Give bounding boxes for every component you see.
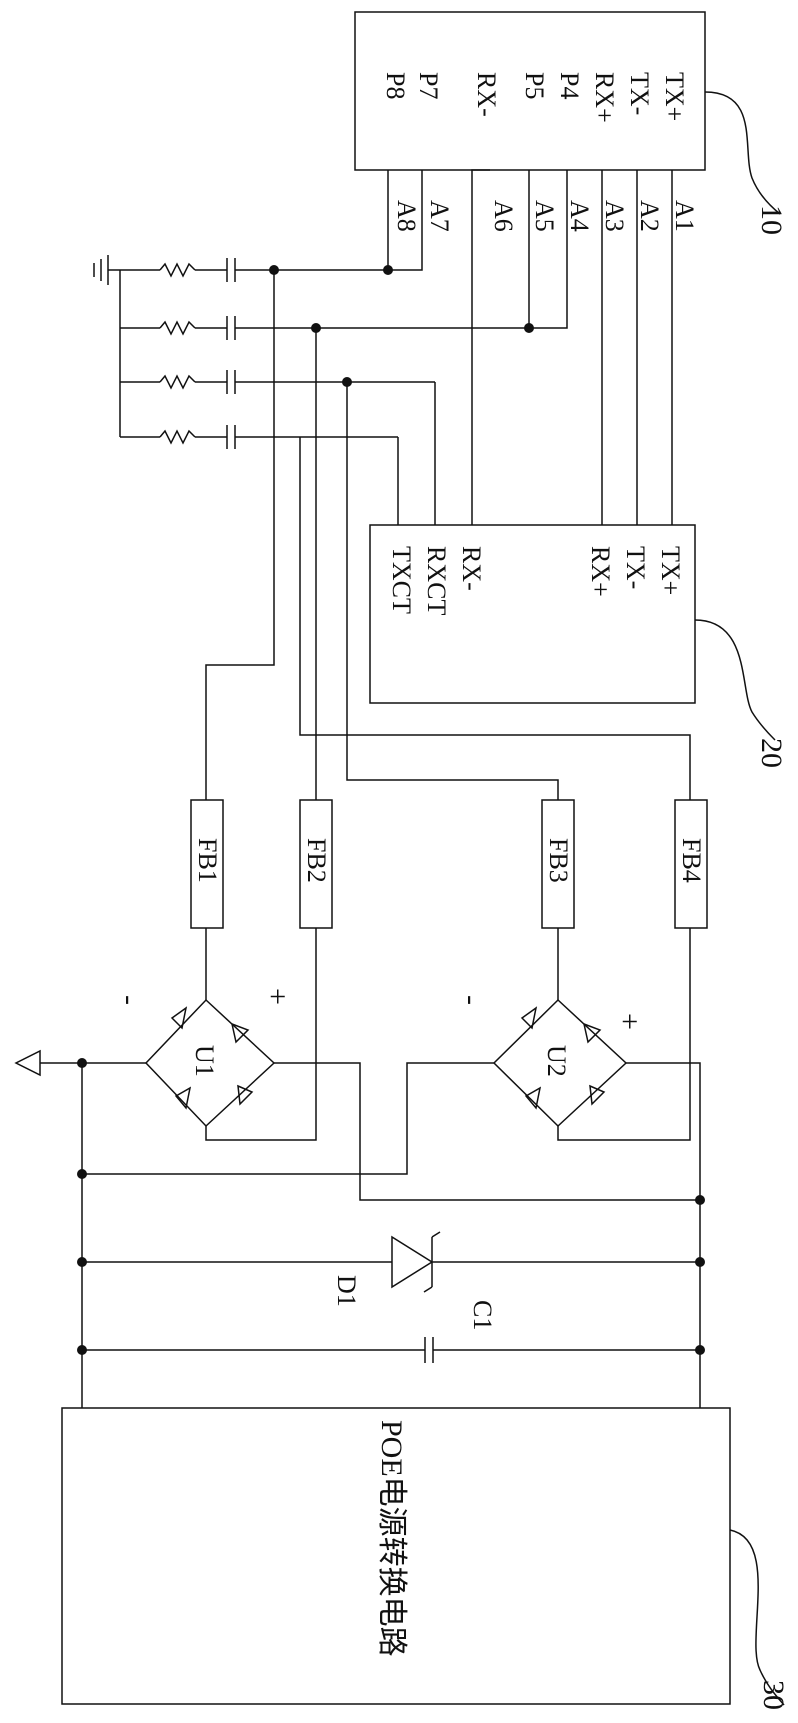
bridge-u1: U1 - + bbox=[113, 928, 316, 1140]
resistor-1 bbox=[160, 264, 195, 276]
module-20-pin-4: RX- bbox=[457, 546, 486, 591]
capacitor-c1: C1 bbox=[77, 1300, 705, 1363]
bridge-u2: U2 - + bbox=[455, 928, 690, 1140]
module-20-pin-1: TX+ bbox=[656, 546, 685, 595]
resistor-4 bbox=[160, 431, 195, 443]
bridge-u1-name: U1 bbox=[190, 1045, 219, 1077]
line-label-a7: A7 bbox=[425, 200, 454, 232]
bead-fb2-label: FB2 bbox=[302, 838, 331, 883]
module-20-pin-3: RX+ bbox=[586, 546, 615, 597]
module-20-leader bbox=[695, 620, 775, 740]
module-10-pin-6: RX- bbox=[472, 72, 501, 117]
rc-ground-network bbox=[94, 255, 240, 449]
power-rails bbox=[16, 1051, 705, 1408]
module-20: TX+ TX- RX+ RX- RXCT TXCT 20 bbox=[370, 525, 788, 768]
wire-to-fb1 bbox=[206, 270, 274, 800]
line-label-a1: A1 bbox=[670, 200, 699, 232]
ferrite-beads: FB1 FB2 FB3 FB4 bbox=[191, 800, 707, 928]
module-30: POE电源转换电路 30 bbox=[62, 1408, 790, 1710]
module-30-ref: 30 bbox=[757, 1680, 790, 1710]
module-20-pin-2: TX- bbox=[621, 546, 650, 589]
line-label-a2: A2 bbox=[635, 200, 664, 232]
bead-fb4-label: FB4 bbox=[677, 838, 706, 883]
module-10-pin-8: P8 bbox=[381, 72, 410, 99]
rc-row-4 bbox=[120, 425, 240, 449]
line-label-a5: A5 bbox=[530, 200, 559, 232]
module-20-pin-6: TXCT bbox=[387, 546, 416, 614]
junctions bbox=[269, 265, 534, 387]
diode-d1-label: D1 bbox=[332, 1275, 361, 1307]
module-10-leader bbox=[705, 92, 780, 214]
bridge-u2-plus: + bbox=[613, 1013, 646, 1030]
module-10-pin-4: P4 bbox=[555, 72, 584, 99]
resistor-3 bbox=[160, 376, 195, 388]
module-10-pin-7: P7 bbox=[414, 72, 443, 99]
capacitor-c1-label: C1 bbox=[468, 1300, 497, 1330]
bridge-u2-name: U2 bbox=[542, 1045, 571, 1077]
earth-ground-icon bbox=[94, 255, 120, 285]
bead-fb1-label: FB1 bbox=[193, 838, 222, 883]
rc-row-3 bbox=[120, 370, 240, 394]
module-10-pin-1: TX+ bbox=[660, 72, 689, 121]
module-30-label: POE电源转换电路 bbox=[375, 1420, 408, 1657]
line-label-a4: A4 bbox=[565, 200, 594, 232]
module-10-ref: 10 bbox=[755, 205, 788, 235]
diode-d1-body bbox=[392, 1237, 432, 1287]
rc-row-2 bbox=[120, 316, 240, 340]
module-20-ref: 20 bbox=[755, 738, 788, 768]
resistor-2 bbox=[160, 322, 195, 334]
wire-a4 bbox=[529, 170, 567, 328]
line-labels: A1 A2 A3 A4 A5 A6 A7 A8 bbox=[392, 200, 699, 232]
bridge-u1-plus: + bbox=[261, 988, 294, 1005]
module-10-pin-3: RX+ bbox=[590, 72, 619, 123]
module-10-pin-2: TX- bbox=[625, 72, 654, 115]
module-30-leader bbox=[730, 1530, 784, 1705]
ground-arrow-icon bbox=[16, 1051, 40, 1075]
bead-fb3-label: FB3 bbox=[544, 838, 573, 883]
wiring bbox=[206, 170, 690, 800]
line-label-a6: A6 bbox=[489, 200, 518, 232]
rc-row-1 bbox=[120, 258, 240, 282]
diode-d1: D1 bbox=[77, 1232, 705, 1307]
module-10-pin-5: P5 bbox=[520, 72, 549, 99]
wire-a6 bbox=[472, 170, 490, 525]
bridge-u1-minus: - bbox=[113, 995, 146, 1005]
bridge-u2-minus: - bbox=[455, 995, 488, 1005]
module-20-pin-5: RXCT bbox=[422, 546, 451, 615]
line-label-a8: A8 bbox=[392, 200, 421, 232]
line-label-a3: A3 bbox=[600, 200, 629, 232]
